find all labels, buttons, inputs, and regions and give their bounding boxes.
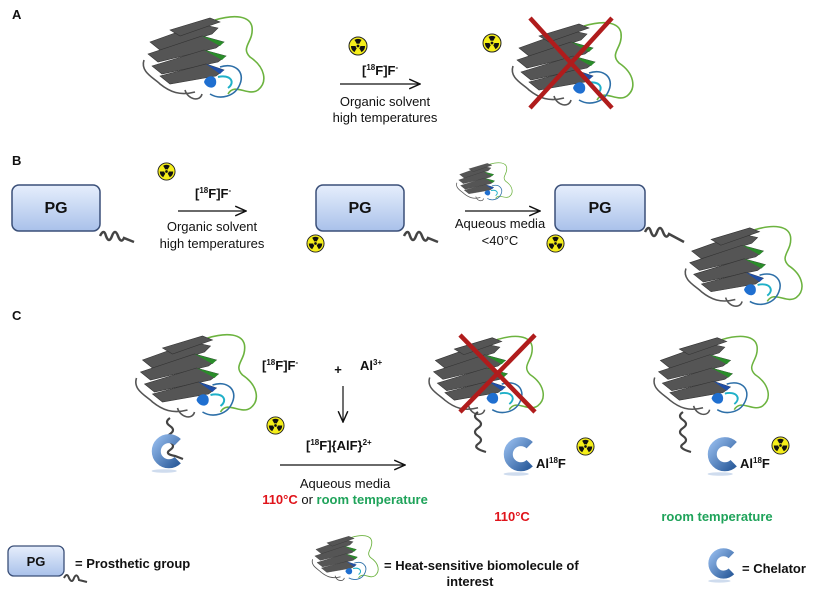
chelated-al18f-label: Al18F: [740, 456, 770, 471]
result-110c-label: 110°C: [494, 509, 530, 524]
legend-chelator: = Chelator: [708, 552, 806, 582]
biomolecule-protein: [456, 162, 513, 202]
prosthetic-group-box: PG: [554, 184, 646, 232]
result-room-temperature-label: room temperature: [661, 509, 772, 524]
panel-label-a: A: [12, 7, 22, 22]
prosthetic-group-box: PG: [11, 184, 101, 232]
legend-chelator-label: = Chelator: [742, 561, 806, 576]
linker-squiggle: [473, 411, 487, 454]
temperature-conditions: 110°C or room temperature: [262, 492, 428, 507]
prosthetic-group-box: PG: [315, 184, 405, 232]
cross-mark: [528, 16, 614, 110]
chelated-al18f-label: Al18F: [536, 456, 566, 471]
linker-squiggle: [402, 230, 439, 244]
radiation-icon: [157, 162, 176, 181]
linker-squiggle: [678, 411, 692, 454]
chelator-icon: [708, 442, 734, 476]
reagent-fluoride: [18F]F-: [195, 186, 231, 201]
aluminium-fluoride-complex: [18F]{AlF}2+: [306, 438, 372, 453]
legend-biomolecule-label: interest: [447, 574, 495, 589]
radiation-icon: [546, 234, 565, 253]
legend-prosthetic-group: PG = Prosthetic group: [7, 545, 190, 583]
cross-mark: [458, 333, 537, 414]
panel-label-c: C: [12, 308, 22, 323]
radiation-icon: [576, 437, 595, 456]
biomolecule-protein: [134, 333, 258, 418]
condition-text: high temperatures: [333, 110, 438, 125]
biomolecule-protein: [142, 15, 265, 100]
legend-pg-label: = Prosthetic group: [75, 556, 190, 571]
legend-biomolecule: = Heat-sensitive biomolecule of interest: [311, 535, 579, 589]
reagent-fluoride: [18F]F-: [362, 63, 398, 78]
linker-squiggle: [98, 230, 135, 244]
biomolecule-protein: [653, 335, 770, 416]
reagent-fluoride: [18F]F-: [262, 358, 298, 373]
radiation-icon: [771, 436, 790, 455]
condition-text: <40°C: [482, 233, 519, 248]
reagent-aluminium: Al3+: [360, 358, 382, 373]
condition-text: high temperatures: [160, 236, 265, 251]
svg-text:PG: PG: [348, 200, 371, 217]
svg-text:PG: PG: [44, 200, 67, 217]
chelator-icon: [504, 442, 530, 476]
linker-squiggle: [643, 226, 685, 244]
condition-text: Organic solvent: [340, 94, 431, 109]
svg-text:PG: PG: [588, 200, 611, 217]
condition-text: Aqueous media: [455, 216, 546, 231]
radiation-icon: [482, 33, 502, 53]
radiation-icon: [306, 234, 325, 253]
condition-text: Organic solvent: [167, 219, 258, 234]
svg-text:PG: PG: [27, 554, 46, 569]
plus-sign: +: [334, 362, 342, 377]
radiation-icon: [266, 416, 285, 435]
biomolecule-protein: [684, 225, 803, 308]
panel-label-b: B: [12, 153, 21, 168]
radiation-icon: [348, 36, 368, 56]
legend-biomolecule-label: = Heat-sensitive biomolecule of: [384, 558, 579, 573]
condition-text: Aqueous media: [300, 476, 391, 491]
